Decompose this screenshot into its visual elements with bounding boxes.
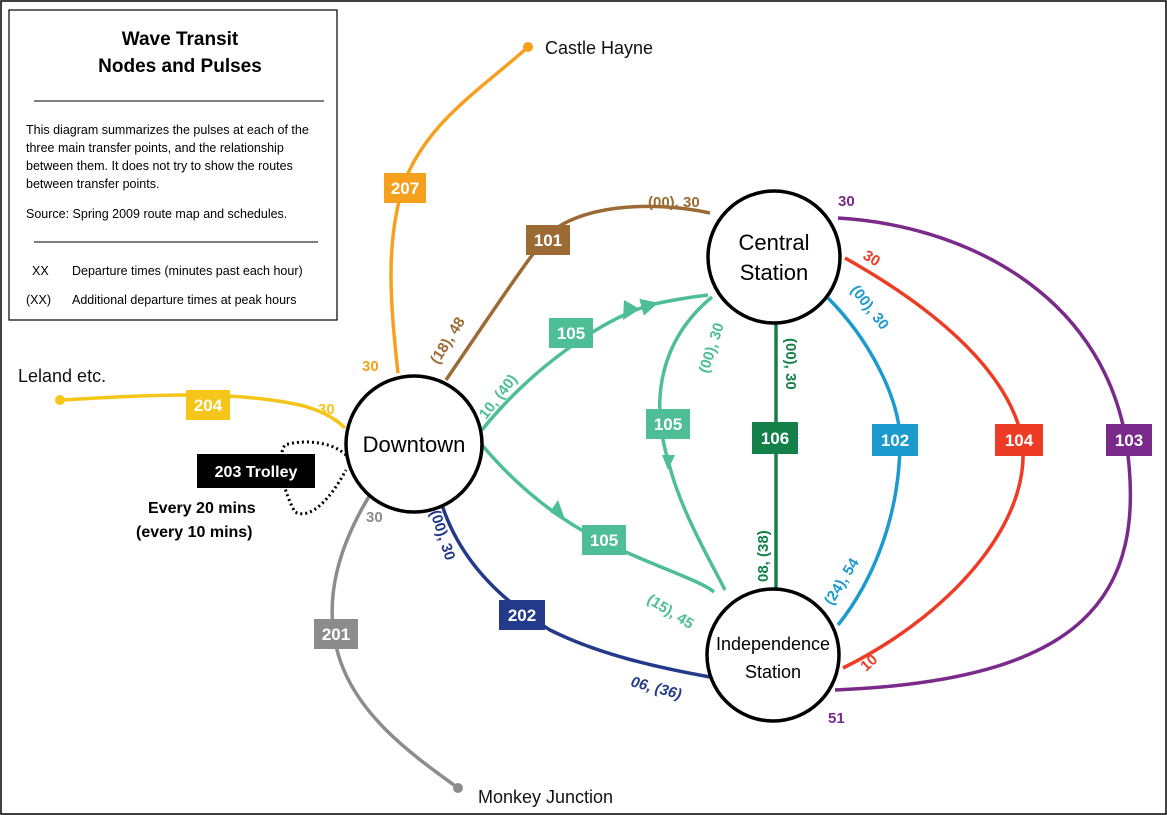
route-207-box: 207	[384, 173, 426, 203]
time-103-independence: 51	[828, 710, 845, 727]
route-204-line	[59, 393, 347, 430]
route-204-box: 204	[186, 390, 230, 420]
central-station-label-1: Central	[739, 230, 810, 255]
time-106-central: (00), 30	[782, 338, 799, 390]
legend: Wave Transit Nodes and Pulses This diagr…	[8, 9, 338, 321]
route-105-rect-2	[646, 409, 690, 439]
time-202-independence: 06, (36)	[629, 673, 683, 703]
legend-key1-symbol: XX	[32, 264, 49, 278]
route-202-line	[440, 504, 711, 679]
route-106-rect	[752, 422, 798, 454]
trolley-note-line2: (every 10 mins)	[136, 524, 253, 541]
route-204-rect	[186, 390, 230, 420]
route-105-arrow-south	[662, 455, 675, 470]
legend-title-line2: Nodes and Pulses	[98, 56, 262, 77]
route-103-rect	[1106, 424, 1152, 456]
legend-source: Source: Spring 2009 route map and schedu…	[26, 207, 287, 221]
trolley-note-line1: Every 20 mins	[148, 500, 256, 517]
castle-hayne-dot	[523, 42, 533, 52]
node-central-station: Central Station	[706, 189, 842, 325]
time-201-downtown: 30	[366, 509, 383, 526]
legend-key2-symbol: (XX)	[26, 293, 51, 307]
route-202-box: 202	[499, 600, 545, 630]
legend-desc-line4: between transfer points.	[26, 177, 159, 191]
legend-box	[8, 9, 338, 321]
time-207-downtown: 30	[362, 358, 379, 375]
route-106-box: 106	[752, 422, 798, 454]
route-203-trolley-label: 203 Trolley	[215, 464, 298, 481]
route-105-box-2: 105	[646, 409, 690, 439]
route-104-rect	[995, 424, 1043, 456]
downtown-label: Downtown	[363, 432, 466, 457]
route-201-rect	[314, 619, 358, 649]
time-105-independence: (15), 45	[644, 591, 697, 633]
route-101-rect	[526, 225, 570, 255]
route-203-trolley-box: 203 Trolley	[197, 454, 315, 488]
central-station-label-2: Station	[740, 260, 809, 285]
route-105-rect-3	[582, 525, 626, 555]
route-102-label: 102	[881, 431, 909, 450]
legend-desc-line3: between them. It does not try to show th…	[26, 159, 293, 173]
route-105-box-1: 105	[549, 318, 593, 348]
time-106-independence: 08, (38)	[755, 530, 772, 582]
route-105-line-c	[480, 443, 716, 594]
route-105-label-2: 105	[654, 415, 682, 434]
downtown-circle	[344, 374, 484, 514]
place-monkey-junction: Monkey Junction	[478, 787, 613, 807]
route-201-line	[330, 481, 460, 790]
route-105-rect-1	[549, 318, 593, 348]
route-207-label: 207	[391, 179, 419, 198]
route-105-label-3: 105	[590, 531, 618, 550]
legend-title-line1: Wave Transit	[122, 29, 239, 50]
node-independence-station: Independence Station	[705, 587, 841, 723]
leland-dot	[55, 395, 65, 405]
route-102-rect	[872, 424, 918, 456]
route-105-label-1: 105	[557, 324, 585, 343]
monkey-junction-dot	[453, 783, 463, 793]
route-105-box-3: 105	[582, 525, 626, 555]
central-station-circle	[706, 189, 842, 325]
time-104-central: 30	[860, 247, 883, 270]
place-castle-hayne: Castle Hayne	[545, 38, 653, 58]
time-103-central: 30	[838, 193, 855, 210]
route-101-label: 101	[534, 231, 562, 250]
route-202-rect	[499, 600, 545, 630]
time-105-downtown: 10, (40)	[476, 371, 521, 422]
route-103-box: 103	[1106, 424, 1152, 456]
route-207-rect	[384, 173, 426, 203]
route-204-label: 204	[194, 396, 223, 415]
legend-desc-line1: This diagram summarizes the pulses at ea…	[26, 123, 309, 137]
independence-station-label-2: Station	[745, 662, 801, 682]
route-105-arrow-west	[550, 500, 566, 522]
independence-station-label-1: Independence	[716, 634, 830, 654]
node-downtown: Downtown	[344, 374, 484, 514]
time-101-downtown: (18), 48	[427, 314, 469, 367]
legend-desc-line2: three main transfer points, and the rela…	[26, 141, 284, 155]
route-103-label: 103	[1115, 431, 1143, 450]
independence-station-circle	[705, 587, 841, 723]
route-203-trolley-rect	[197, 454, 315, 488]
legend-key1-text: Departure times (minutes past each hour)	[72, 264, 303, 278]
route-104-label: 104	[1005, 431, 1034, 450]
route-106-label: 106	[761, 429, 789, 448]
route-105-arrows	[550, 300, 675, 522]
route-104-box: 104	[995, 424, 1043, 456]
place-leland: Leland etc.	[18, 366, 106, 386]
time-104-independence: 10	[857, 651, 881, 675]
route-105-arrow-east	[623, 300, 640, 320]
time-204-downtown: 30	[318, 401, 335, 418]
legend-key2-text: Additional departure times at peak hours	[72, 293, 296, 307]
route-201-box: 201	[314, 619, 358, 649]
route-202-label: 202	[508, 606, 536, 625]
route-101-box: 101	[526, 225, 570, 255]
time-101-central: (00), 30	[648, 194, 700, 211]
time-105-central: (00), 30	[696, 321, 728, 375]
route-201-label: 201	[322, 625, 350, 644]
route-102-box: 102	[872, 424, 918, 456]
